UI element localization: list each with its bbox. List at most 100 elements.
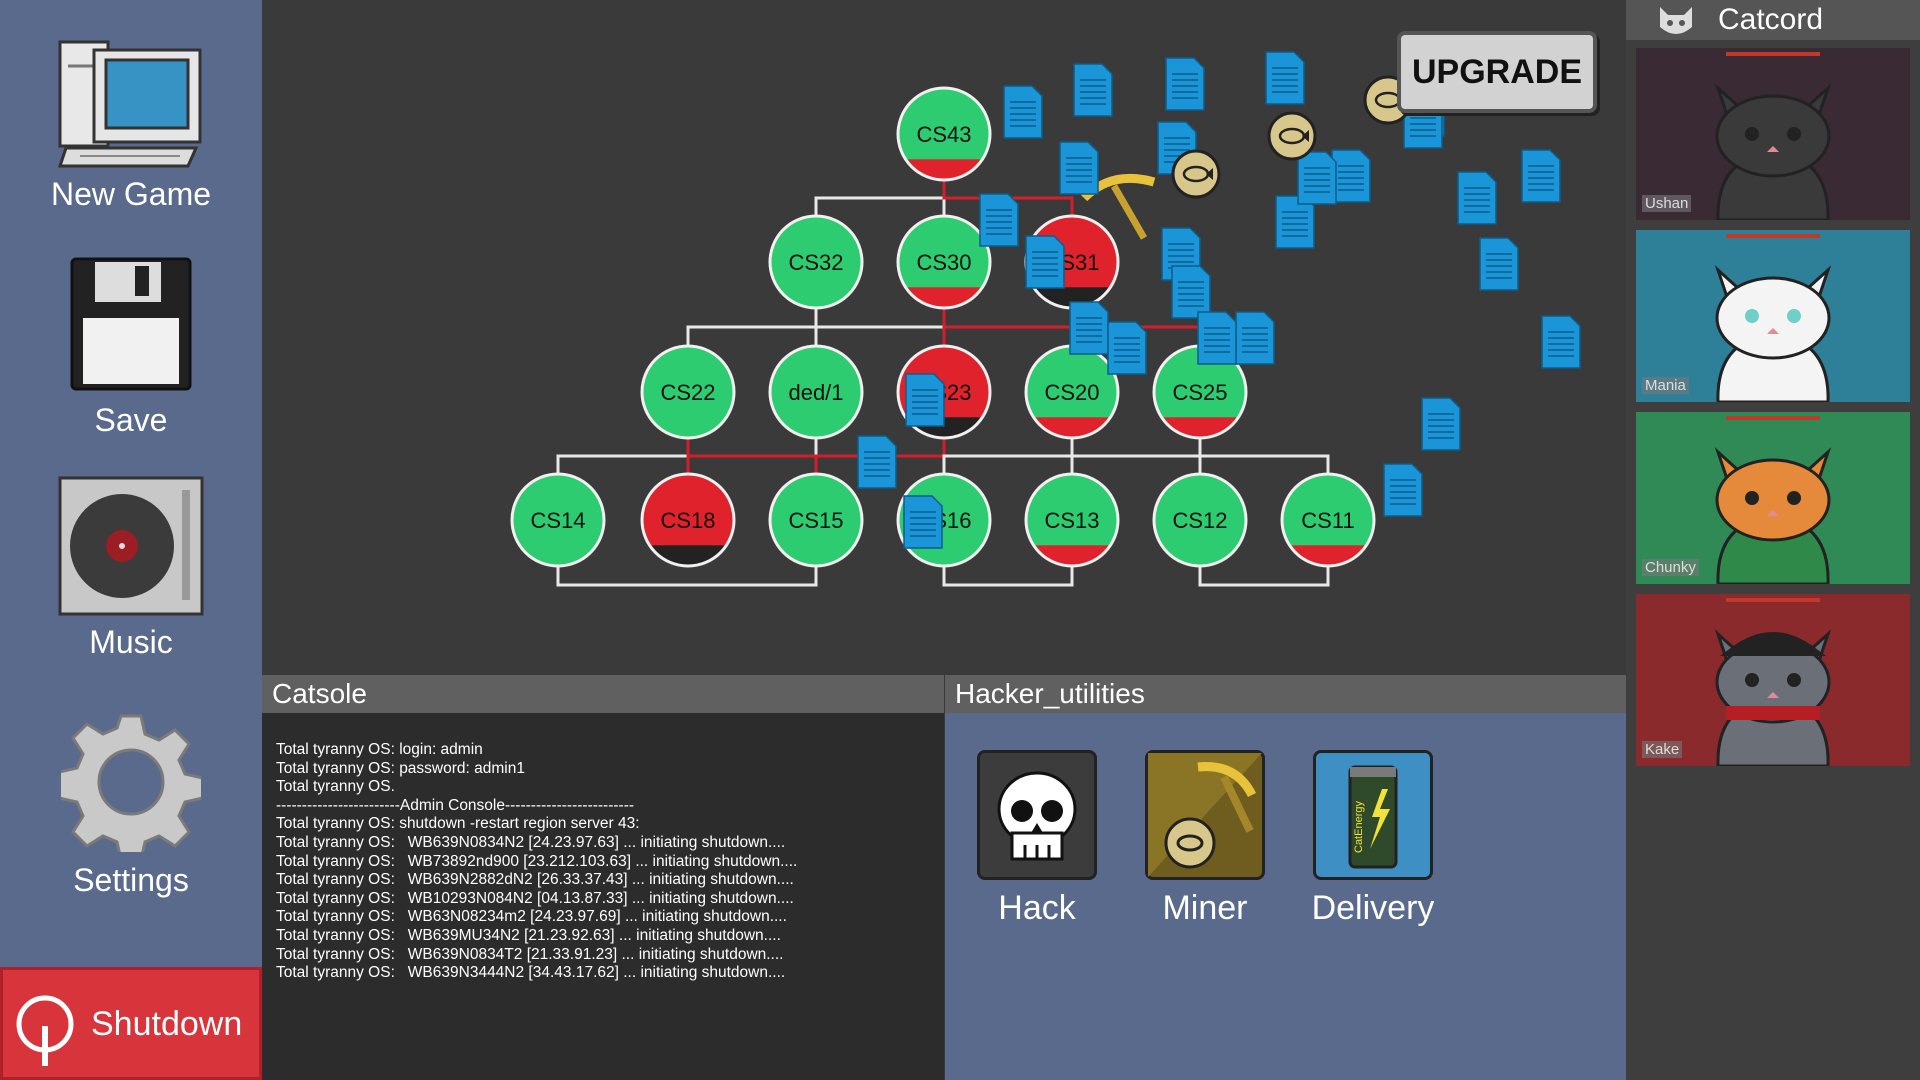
- gear-icon: [61, 714, 201, 852]
- document-icon[interactable]: [857, 435, 897, 489]
- catcord-member-card[interactable]: Ushan: [1636, 48, 1910, 220]
- document-icon[interactable]: [903, 495, 943, 549]
- settings-button[interactable]: Settings: [0, 710, 262, 910]
- server-node[interactable]: CS32: [768, 214, 864, 310]
- catcord-member-card[interactable]: Chunky: [1636, 412, 1910, 584]
- document-icon[interactable]: [1171, 265, 1211, 319]
- document-icon[interactable]: [1069, 301, 1109, 355]
- document-icon[interactable]: [1521, 149, 1561, 203]
- document-icon[interactable]: [1541, 315, 1581, 369]
- document-icon[interactable]: [1457, 171, 1497, 225]
- document-icon[interactable]: [1331, 149, 1371, 203]
- power-icon: [16, 995, 74, 1066]
- server-node[interactable]: CS30: [896, 214, 992, 333]
- server-node-label: CS30: [916, 250, 971, 275]
- console-line: ------------------------Admin Console---…: [276, 796, 635, 814]
- member-name: Chunky: [1642, 559, 1699, 576]
- save-button[interactable]: Save: [0, 248, 262, 448]
- document-icon[interactable]: [1421, 397, 1461, 451]
- server-network-area: CS43CS32CS30CS31CS22ded/1CS23CS20CS25CS1…: [262, 0, 1626, 673]
- server-node-label: CS25: [1172, 380, 1227, 405]
- document-icon[interactable]: [1165, 57, 1205, 111]
- music-button[interactable]: Music: [0, 472, 262, 672]
- server-node[interactable]: CS12: [1152, 472, 1248, 568]
- hack-tool-button[interactable]: [977, 750, 1097, 880]
- server-node-label: CS12: [1172, 508, 1227, 533]
- hacker-utilities-title: Hacker_utilities: [945, 675, 1626, 713]
- document-icon[interactable]: [1265, 51, 1305, 105]
- document-icon[interactable]: [1025, 235, 1065, 289]
- hacker-utilities-panel: Hack Miner CatEnergy Delivery: [945, 713, 1626, 1080]
- delivery-tool-button[interactable]: CatEnergy: [1313, 750, 1433, 880]
- server-node[interactable]: CS13: [1024, 472, 1120, 591]
- pickaxe-coin-icon: [1148, 753, 1262, 877]
- member-status-bar: [1726, 416, 1820, 420]
- console-line: Total tyranny OS: WB639N2882dN2 [26.33.3…: [276, 871, 794, 889]
- upgrade-button[interactable]: UPGRADE: [1397, 31, 1597, 113]
- new-game-label: New Game: [50, 176, 212, 212]
- document-icon[interactable]: [1059, 141, 1099, 195]
- console-line: Total tyranny OS: password: admin1: [276, 759, 525, 777]
- shutdown-label: Shutdown: [91, 1005, 243, 1043]
- document-icon[interactable]: [1003, 85, 1043, 139]
- music-label: Music: [89, 624, 173, 660]
- document-icon[interactable]: [905, 373, 945, 427]
- server-node[interactable]: CS22: [640, 344, 736, 440]
- document-icon[interactable]: [1479, 237, 1519, 291]
- new-game-button[interactable]: New Game: [0, 20, 262, 220]
- turntable-icon: [58, 476, 204, 616]
- console-line: Total tyranny OS: WB639N0834T2 [21.33.91…: [276, 945, 784, 963]
- member-status-bar: [1726, 52, 1820, 56]
- server-node[interactable]: CS43: [896, 86, 992, 205]
- floppy-disk-icon: [70, 257, 192, 391]
- document-icon[interactable]: [1383, 463, 1423, 517]
- console-line: Total tyranny OS: login: admin: [276, 741, 483, 758]
- server-node[interactable]: CS25: [1152, 344, 1248, 463]
- catcord-title: Catcord: [1718, 3, 1824, 36]
- member-name: Ushan: [1642, 195, 1692, 212]
- console-line: Total tyranny OS: shutdown -restart regi…: [276, 815, 640, 833]
- server-node-label: CS13: [1044, 508, 1099, 533]
- server-network-graph: CS43CS32CS30CS31CS22ded/1CS23CS20CS25CS1…: [510, 51, 1581, 591]
- server-node-label: CS15: [788, 508, 843, 533]
- catsole-title: Catsole: [262, 675, 944, 713]
- cat-avatar: [1714, 265, 1832, 402]
- catcord-member-card[interactable]: Kake: [1636, 594, 1910, 766]
- document-icon[interactable]: [1197, 311, 1237, 365]
- server-node[interactable]: ded/1: [768, 344, 864, 440]
- save-label: Save: [94, 402, 168, 438]
- console-line: Total tyranny OS: WB639N3444N2 [34.43.17…: [276, 964, 786, 982]
- fish-coin-icon[interactable]: [1171, 149, 1221, 199]
- document-icon[interactable]: [979, 193, 1019, 247]
- can-brand-text: CatEnergy: [1353, 801, 1365, 853]
- miner-tool-button[interactable]: [1145, 750, 1265, 880]
- member-status-bar: [1726, 234, 1820, 238]
- document-icon[interactable]: [1107, 321, 1147, 375]
- server-node-label: CS18: [660, 508, 715, 533]
- server-node-label: CS20: [1044, 380, 1099, 405]
- server-node[interactable]: CS18: [640, 472, 736, 591]
- server-node[interactable]: CS15: [768, 472, 864, 568]
- server-node[interactable]: CS14: [510, 472, 606, 568]
- server-node-label: CS11: [1301, 508, 1354, 533]
- member-name: Mania: [1642, 377, 1689, 394]
- miner-tool-label: Miner: [1162, 889, 1248, 927]
- catcord-member-card[interactable]: Mania: [1636, 230, 1910, 402]
- fish-coin-icon[interactable]: [1267, 111, 1317, 161]
- console-line: Total tyranny OS: WB63N08234m2 [24.23.97…: [276, 908, 787, 926]
- document-icon[interactable]: [1297, 151, 1337, 205]
- console-line: Total tyranny OS: WB10293N084N2 [04.13.8…: [276, 889, 794, 907]
- server-node-label: CS14: [530, 508, 585, 533]
- computer-icon: [57, 40, 202, 168]
- document-icon[interactable]: [1235, 311, 1275, 365]
- document-icon[interactable]: [1073, 63, 1113, 117]
- server-node[interactable]: CS20: [1024, 344, 1120, 463]
- server-node[interactable]: CS11: [1280, 472, 1376, 591]
- console-line: Total tyranny OS.: [276, 778, 395, 796]
- energy-drink-icon: CatEnergy: [1348, 765, 1398, 869]
- shutdown-button[interactable]: Shutdown: [0, 967, 262, 1080]
- delivery-tool-label: Delivery: [1311, 889, 1435, 927]
- skull-icon: [997, 771, 1077, 861]
- cat-head-icon: [1660, 7, 1692, 34]
